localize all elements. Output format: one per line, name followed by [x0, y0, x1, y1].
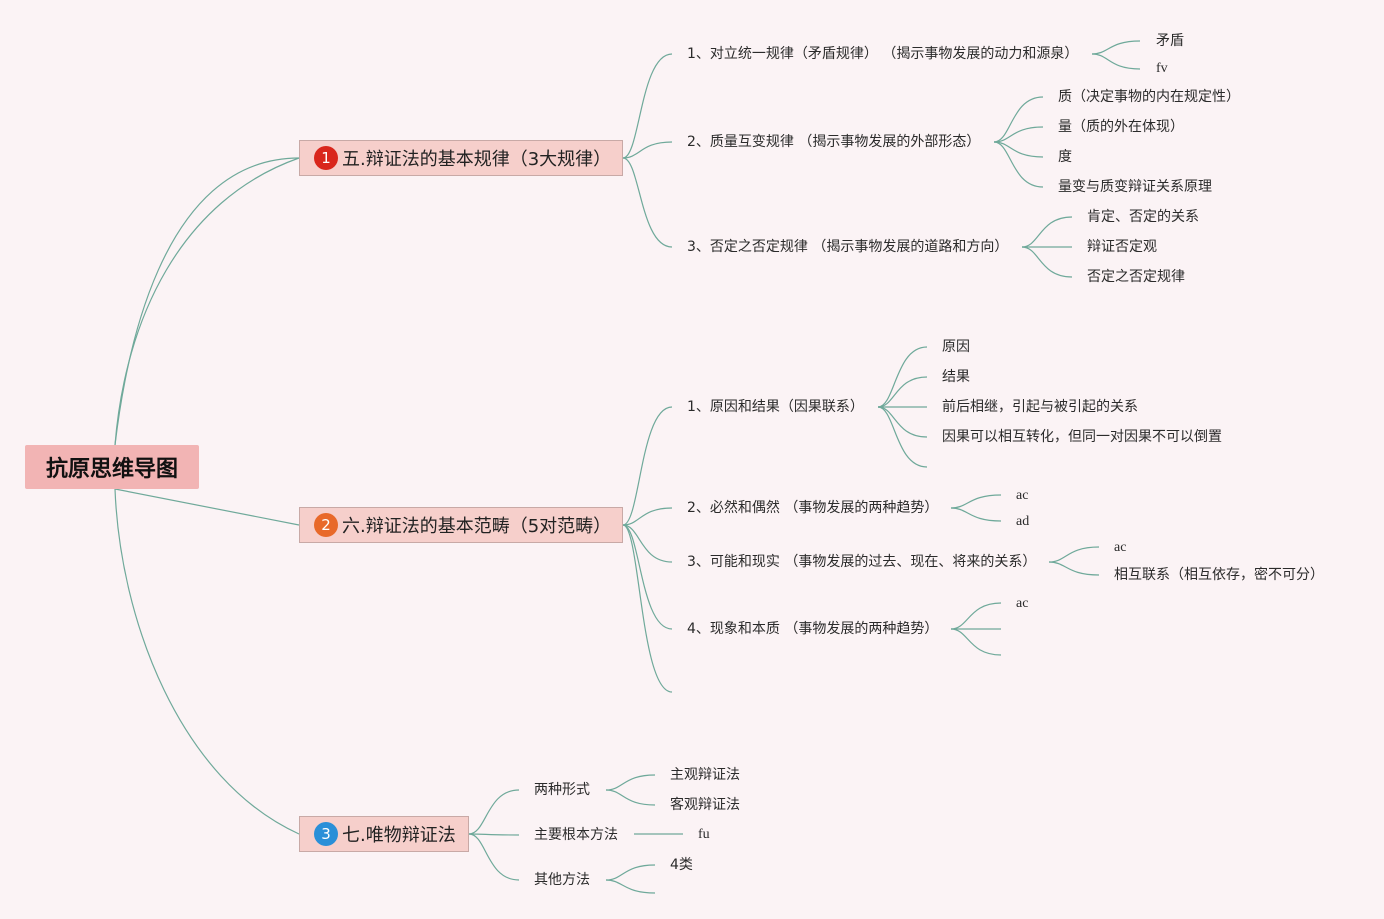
- topic2-to-sub3: [622, 524, 673, 563]
- leaf-1-3-3[interactable]: 否定之否定规律: [1087, 269, 1185, 285]
- subtopic-2-1[interactable]: 1、原因和结果（因果联系）: [687, 399, 864, 415]
- sub2-1-to-leaf2: [877, 376, 928, 408]
- topic3-to-sub1: [468, 789, 520, 835]
- leaf-2-2-1[interactable]: ac: [1016, 488, 1029, 503]
- leaf-3-1-1[interactable]: 主观辩证法: [670, 767, 740, 783]
- topic1-to-sub1: [622, 53, 673, 159]
- main-topic-label: 五.辩证法的基本规律（3大规律）: [342, 149, 612, 170]
- root-topic-label: 抗原思维导图: [45, 457, 178, 482]
- leaf-2-2-2[interactable]: ad: [1016, 514, 1030, 529]
- leaf-2-4-1[interactable]: ac: [1016, 596, 1029, 611]
- leaf-3-1-2[interactable]: 客观辩证法: [670, 797, 740, 813]
- leaf-2-1-1[interactable]: 原因: [942, 339, 970, 355]
- subtopic-1-2[interactable]: 2、质量互变规律 （揭示事物发展的外部形态）: [687, 134, 981, 150]
- subtopic-3-1[interactable]: 两种形式: [534, 782, 590, 798]
- sub2-3-to-leaf2: [1048, 561, 1100, 576]
- leaf-1-1-2[interactable]: fv: [1156, 61, 1168, 76]
- subtopic-2-2[interactable]: 2、必然和偶然 （事物发展的两种趋势）: [687, 500, 939, 516]
- sub1-1-to-leaf1: [1091, 40, 1141, 55]
- topic2-to-sub1: [622, 406, 673, 526]
- subtopic-3-2[interactable]: 主要根本方法: [534, 827, 618, 843]
- main-topic-label: 七.唯物辩证法: [342, 825, 456, 846]
- number-badge-2: 2: [314, 513, 338, 537]
- leaf-1-3-2[interactable]: 辩证否定观: [1087, 239, 1157, 255]
- sub3-3-to-leaf1: [605, 864, 656, 881]
- topic1-to-sub3: [622, 157, 673, 248]
- root-to-topic-1b: [114, 157, 300, 446]
- sub1-1-to-leaf2: [1091, 53, 1141, 70]
- sub1-3-to-leaf3: [1021, 246, 1073, 278]
- leaf-1-3-1[interactable]: 肯定、否定的关系: [1087, 209, 1199, 225]
- root-to-topic-1: [114, 157, 300, 446]
- sub1-2-to-leaf4: [993, 141, 1044, 188]
- leaf-1-1-1[interactable]: 矛盾: [1156, 33, 1184, 49]
- root-topic[interactable]: 抗原思维导图: [25, 445, 199, 489]
- topic2-to-sub5: [622, 524, 673, 693]
- leaf-3-3-1[interactable]: 4类: [670, 857, 693, 873]
- main-topic-1[interactable]: 1 五.辩证法的基本规律（3大规律）: [299, 140, 623, 176]
- topic3-to-sub3: [468, 833, 520, 881]
- number-badge-3: 3: [314, 822, 338, 846]
- main-topic-label: 六.辩证法的基本范畴（5对范畴）: [342, 516, 612, 537]
- topic2-to-sub4: [622, 524, 673, 630]
- subtopic-2-3[interactable]: 3、可能和现实 （事物发展的过去、现在、将来的关系）: [687, 554, 1037, 570]
- sub3-3-to-leaf2: [605, 879, 656, 894]
- sub2-1-to-leaf5: [877, 406, 928, 468]
- leaf-1-2-1[interactable]: 质（决定事物的内在规定性）: [1058, 89, 1240, 105]
- topic3-to-sub2: [468, 833, 520, 836]
- sub3-1-to-leaf2: [605, 789, 656, 806]
- leaf-2-1-4[interactable]: 因果可以相互转化，但同一对因果不可以倒置: [942, 429, 1222, 445]
- sub1-2-to-leaf2: [993, 126, 1044, 143]
- topic2-to-sub2: [622, 507, 673, 526]
- root-to-topic-3: [114, 488, 300, 835]
- leaf-1-2-2[interactable]: 量（质的外在体现）: [1058, 119, 1184, 135]
- leaf-1-2-3[interactable]: 度: [1058, 149, 1072, 165]
- topic1-to-sub2: [622, 141, 673, 159]
- sub2-4-to-leaf3: [950, 628, 1002, 656]
- subtopic-2-4[interactable]: 4、现象和本质 （事物发展的两种趋势）: [687, 621, 939, 637]
- leaf-2-1-3[interactable]: 前后相继，引起与被引起的关系: [942, 399, 1138, 415]
- sub2-4-to-leaf1: [950, 602, 1002, 630]
- sub1-2-to-leaf1: [993, 96, 1044, 143]
- sub2-2-to-leaf2: [950, 507, 1002, 522]
- sub3-1-to-leaf1: [605, 774, 656, 791]
- subtopic-3-3[interactable]: 其他方法: [534, 872, 590, 888]
- main-topic-3[interactable]: 3 七.唯物辩证法: [299, 816, 469, 852]
- subtopic-1-1[interactable]: 1、对立统一规律（矛盾规律） （揭示事物发展的动力和源泉）: [687, 46, 1079, 62]
- main-topic-2[interactable]: 2 六.辩证法的基本范畴（5对范畴）: [299, 507, 623, 543]
- leaf-2-3-2[interactable]: 相互联系（相互依存，密不可分）: [1114, 567, 1324, 583]
- sub2-2-to-leaf1: [950, 494, 1002, 509]
- leaf-1-2-4[interactable]: 量变与质变辩证关系原理: [1058, 179, 1212, 195]
- leaf-2-3-1[interactable]: ac: [1114, 540, 1127, 555]
- root-to-topic-2: [114, 488, 300, 526]
- sub2-3-to-leaf1: [1048, 546, 1100, 563]
- sub1-3-to-leaf1: [1021, 216, 1073, 248]
- leaf-3-2-1[interactable]: fu: [698, 827, 710, 842]
- number-badge-1: 1: [314, 146, 338, 170]
- sub1-2-to-leaf3: [993, 141, 1044, 158]
- subtopic-1-3[interactable]: 3、否定之否定规律 （揭示事物发展的道路和方向）: [687, 239, 1009, 255]
- sub2-1-to-leaf1: [877, 346, 928, 408]
- leaf-2-1-2[interactable]: 结果: [942, 369, 970, 385]
